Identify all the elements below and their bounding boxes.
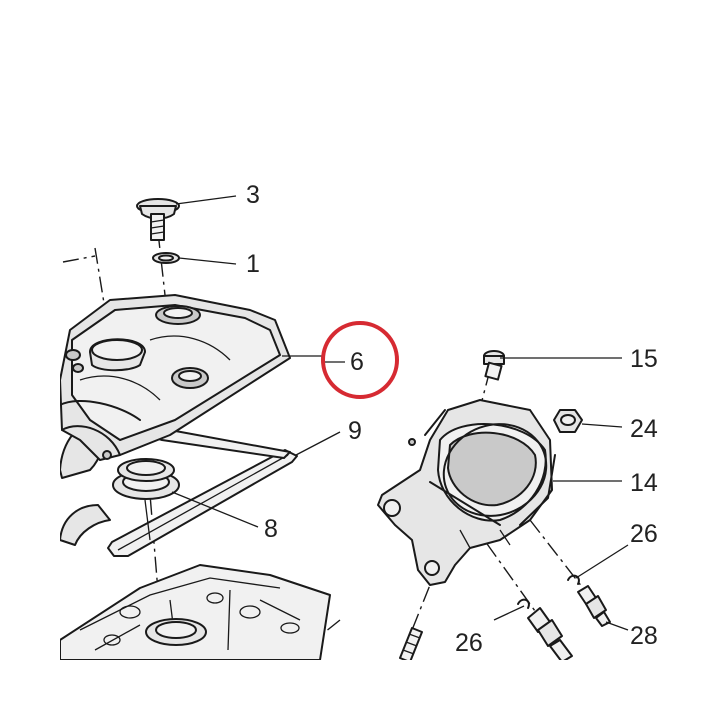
fitting-left <box>527 607 573 663</box>
callout-1: 1 <box>246 250 260 278</box>
fitting-part-28 <box>577 585 611 627</box>
bottom-crop-mask <box>0 660 720 720</box>
callout-15: 15 <box>630 345 658 373</box>
intake-manifold-part-14 <box>377 399 556 586</box>
leader-lines <box>171 195 629 631</box>
right-crop-mask <box>660 0 720 720</box>
callout-28: 28 <box>630 622 658 650</box>
o-ring-part-26-left <box>517 598 530 609</box>
seal-ring-part-8 <box>112 458 180 500</box>
cylinder-head <box>59 564 331 661</box>
o-ring-part-26-right <box>567 574 580 585</box>
callout-8: 8 <box>264 515 278 543</box>
nut-part-24 <box>553 409 583 433</box>
valve-cover-part-6 <box>59 294 291 461</box>
bolt-part-3 <box>136 198 180 241</box>
callout-3: 3 <box>246 181 260 209</box>
bolt-part-15 <box>483 350 505 381</box>
callout-14: 14 <box>630 469 658 497</box>
washer-part-1 <box>152 252 180 264</box>
callout-24: 24 <box>630 415 658 443</box>
stud-bolt <box>399 627 423 663</box>
callout-9: 9 <box>348 417 362 445</box>
callout-6: 6 <box>350 348 364 376</box>
callout-26-left: 26 <box>455 629 483 657</box>
left-crop-mask <box>0 0 60 720</box>
half-moon-plugs <box>59 419 111 546</box>
highlight-circle-callout-6 <box>321 321 399 399</box>
callout-26-right: 26 <box>630 520 658 548</box>
